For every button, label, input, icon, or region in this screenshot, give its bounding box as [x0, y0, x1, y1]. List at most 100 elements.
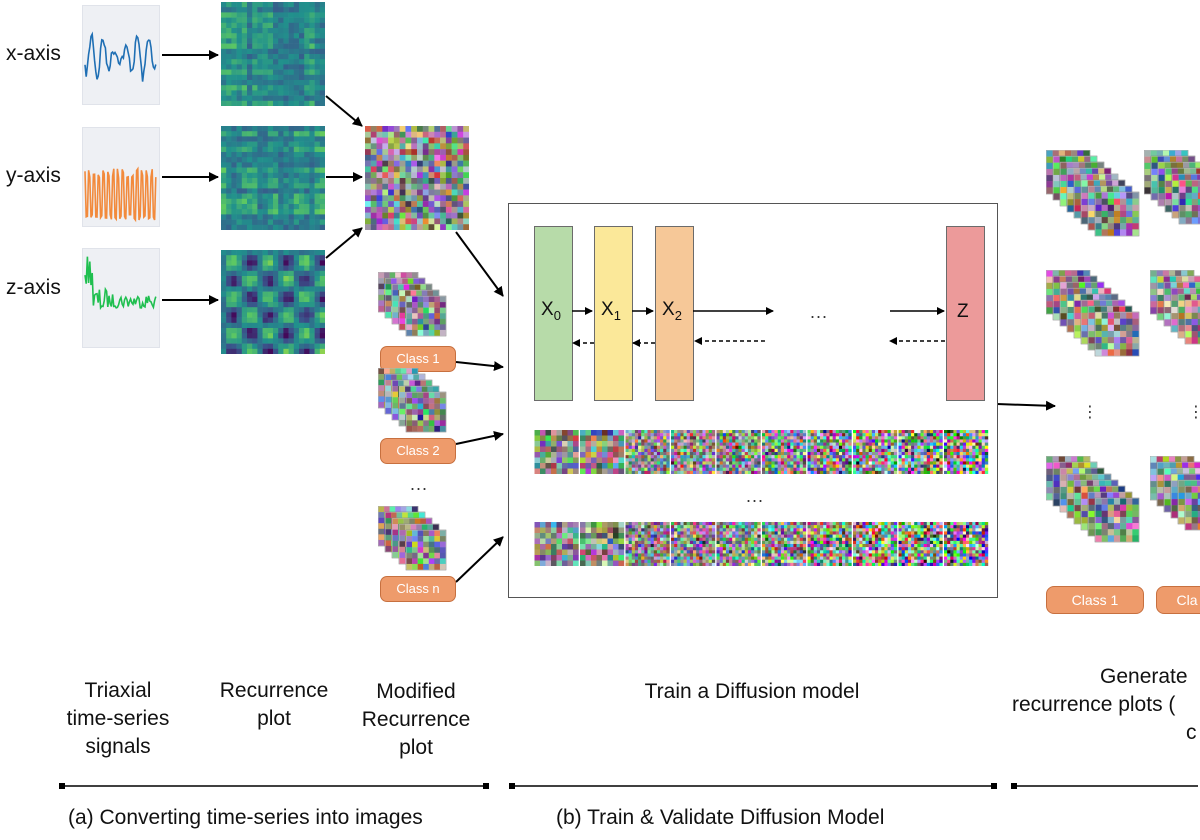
pixel-cell [641, 531, 645, 535]
pixel-cell [653, 547, 658, 551]
signal-line-0 [84, 31, 157, 82]
pixel-cell [881, 430, 885, 434]
rp-cell [247, 7, 253, 13]
rp-cell [226, 255, 232, 261]
pixel-cell [607, 468, 614, 474]
pixel-cell [762, 467, 766, 472]
rp-cell [226, 214, 232, 220]
pixel-cell [807, 448, 811, 453]
pixel-cell [671, 556, 675, 560]
pixel-cell [540, 430, 546, 436]
rp-cell [288, 224, 295, 230]
pixel-cell [738, 458, 742, 462]
pixel-cell [365, 206, 371, 213]
pixel-cell [439, 307, 446, 314]
pixel-cell [573, 463, 579, 469]
pixel-cell [411, 166, 418, 173]
rp-cell [236, 43, 243, 50]
rp-cell [267, 328, 274, 334]
pixel-cell [790, 448, 794, 453]
rp-cell [241, 219, 248, 226]
pixel-cell [653, 559, 658, 564]
rp-cell [252, 343, 258, 350]
pixel-cell [747, 458, 752, 462]
pixel-cell [969, 436, 973, 440]
rp-cell [252, 338, 258, 344]
rp-cell [293, 64, 300, 70]
pixel-cell [787, 470, 791, 474]
pixel-cell [638, 442, 642, 446]
pixel-cell [663, 433, 667, 437]
rp-cell [299, 250, 305, 256]
rp-cell [299, 276, 305, 282]
pixel-cell [878, 436, 882, 440]
pixel-cell [711, 464, 716, 468]
pixel-cell [540, 555, 546, 561]
rp-cell [257, 74, 263, 81]
pixel-cell [716, 547, 720, 551]
pixel-cell [862, 442, 866, 446]
pixel-cell [650, 452, 654, 456]
pixel-cell [677, 540, 681, 545]
pixel-cell [787, 458, 791, 462]
pixel-cell [923, 464, 927, 468]
pixel-cell [802, 445, 807, 450]
pixel-cell [696, 464, 700, 468]
pixel-cell [929, 430, 934, 434]
pixel-cell [920, 452, 924, 456]
pixel-cell [385, 278, 392, 285]
pixel-cell [774, 534, 778, 538]
rp-cell [304, 80, 310, 86]
pixel-cell [411, 154, 418, 161]
pixel-cell [757, 458, 761, 462]
rp-cell [252, 100, 258, 106]
rp-cell [293, 188, 300, 194]
pixel-cell [796, 470, 800, 474]
pixel-cell [439, 547, 446, 553]
pixel-cell [953, 467, 957, 472]
rp-cell [226, 281, 232, 287]
rp-cell [299, 7, 305, 13]
signal-plot-z [82, 248, 160, 348]
pixel-cell [677, 534, 681, 538]
pixel-cell [741, 455, 745, 459]
pixel-cell [399, 212, 406, 219]
pixel-cell [751, 559, 755, 564]
rp-cell [304, 74, 310, 81]
pixel-cell [602, 527, 608, 534]
pixel-cell [708, 550, 713, 554]
rp-cell [288, 198, 295, 205]
pixel-cell [757, 525, 761, 529]
rp-cell [319, 204, 325, 210]
noise-frame [534, 430, 579, 474]
pixel-cell [434, 206, 441, 213]
rp-cell [252, 17, 258, 24]
pixel-cell [768, 562, 772, 566]
pixel-cell [711, 436, 716, 440]
pixel-cell [674, 534, 678, 538]
pixel-cell [677, 522, 681, 526]
rp-cell [221, 260, 227, 266]
rp-cell [283, 183, 289, 189]
rp-cell [314, 204, 321, 210]
pixel-cell [729, 470, 733, 474]
pixel-cell [744, 550, 749, 554]
pixel-cell [890, 470, 895, 474]
rp-cell [309, 136, 315, 142]
pixel-cell [842, 464, 846, 468]
pixel-cell [914, 436, 918, 440]
pixel-cell [650, 439, 654, 443]
pixel-cell [799, 522, 804, 526]
rp-cell [247, 224, 253, 230]
pixel-cell [722, 525, 727, 529]
pixel-cell [422, 160, 429, 167]
rp-cell [293, 80, 300, 86]
rp-cell [231, 328, 237, 334]
rp-cell [314, 291, 321, 298]
pixel-cell [388, 131, 395, 138]
rp-cell [283, 224, 289, 230]
pixel-cell [962, 439, 967, 443]
pixel-cell [719, 540, 723, 545]
pixel-cell [747, 562, 752, 566]
pixel-cell [832, 455, 836, 459]
